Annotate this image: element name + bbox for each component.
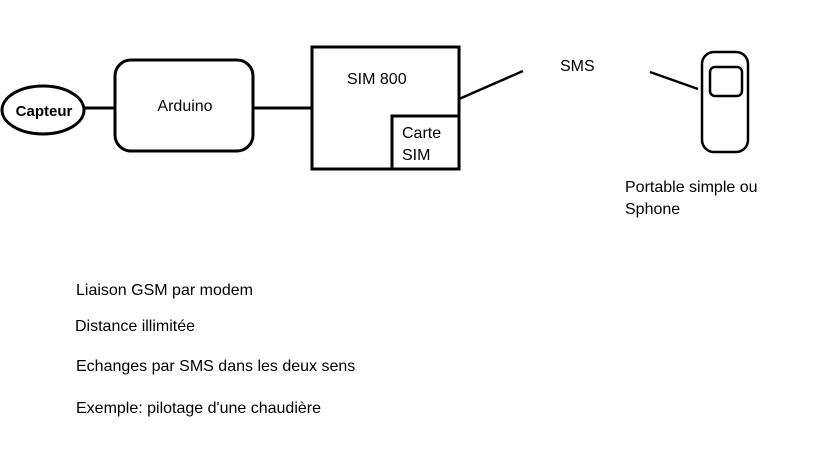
carte-sim-node xyxy=(390,114,461,171)
note-exemple: Exemple: pilotage d'une chaudière xyxy=(76,400,321,417)
carte-sim-label-2: SIM xyxy=(402,147,430,164)
phone-label-2: Sphone xyxy=(625,201,680,218)
arduino-node xyxy=(113,58,255,153)
phone-label-1: Portable simple ou xyxy=(625,179,758,196)
phone-screen-icon xyxy=(708,65,744,98)
sms-label: SMS xyxy=(560,58,595,75)
capteur-node xyxy=(0,84,86,136)
arduino-label: Arduino xyxy=(157,98,212,115)
phone-icon xyxy=(700,50,750,154)
note-liaison: Liaison GSM par modem xyxy=(76,282,253,299)
sms-phone-link xyxy=(649,70,699,91)
sim800-node xyxy=(310,45,461,171)
sim800-label: SIM 800 xyxy=(347,71,407,88)
note-echanges: Echanges par SMS dans les deux sens xyxy=(76,358,356,375)
carte-sim-label-1: Carte xyxy=(402,125,441,142)
sim800-sms-link xyxy=(458,69,524,101)
note-distance: Distance illimitée xyxy=(75,318,196,335)
capteur-label: Capteur xyxy=(16,103,73,120)
